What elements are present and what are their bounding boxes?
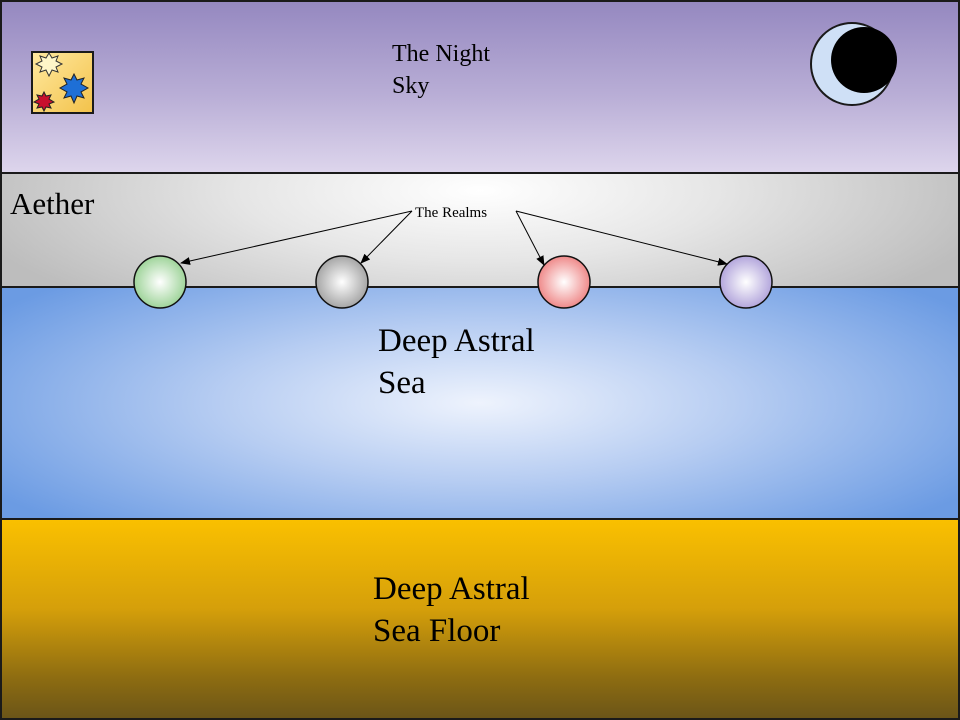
realm-arrow-3 [515, 210, 545, 266]
realms-label: The Realms [415, 205, 488, 221]
night-sky-title: The Night Sky [392, 41, 490, 99]
realm-sphere-gray [315, 255, 369, 309]
aether-title: Aether [10, 186, 95, 221]
moon-icon [810, 22, 897, 106]
deep-astral-sea-title: Deep Astral Sea [378, 323, 535, 401]
night-sky-band [0, 0, 960, 174]
realm-sphere-red [537, 255, 591, 309]
sea-floor-band [0, 518, 960, 720]
stars-icon [31, 51, 94, 114]
realm-arrow-1 [180, 210, 413, 265]
realm-arrow-4 [515, 210, 728, 266]
realm-sphere-green [133, 255, 187, 309]
realm-sphere-purple [719, 255, 773, 309]
sea-floor-title: Deep Astral Sea Floor [373, 571, 530, 649]
realm-arrow-2 [360, 210, 413, 264]
